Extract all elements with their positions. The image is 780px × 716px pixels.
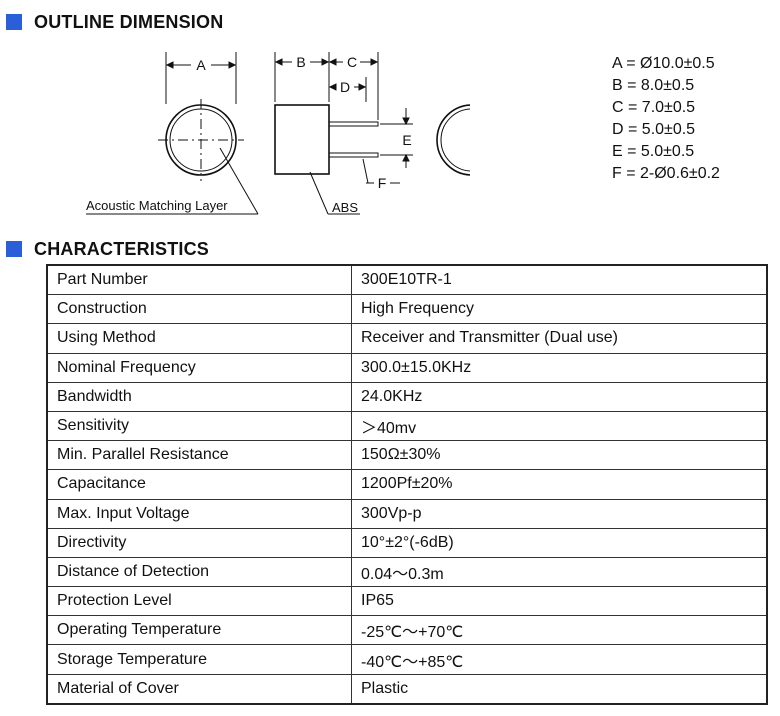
spec-value: ＞40mv bbox=[351, 410, 768, 442]
characteristics-section-header: CHARACTERISTICS bbox=[6, 237, 209, 261]
spec-value: -25℃～+70℃ bbox=[351, 615, 768, 646]
spec-name: Construction bbox=[46, 294, 352, 325]
side-view bbox=[274, 52, 413, 215]
dimension-item: B = 8.0±0.5 bbox=[612, 77, 695, 94]
back-view bbox=[436, 104, 470, 176]
dimension-item: C = 7.0±0.5 bbox=[612, 99, 696, 116]
table-row: Operating Temperature-25℃～+70℃ bbox=[46, 615, 768, 646]
spec-value: 150Ω±30% bbox=[351, 440, 768, 471]
dim-label-b: B bbox=[296, 54, 305, 70]
dim-label-e: E bbox=[402, 132, 411, 148]
spec-name: Directivity bbox=[46, 527, 352, 558]
outline-section-header: OUTLINE DIMENSION bbox=[6, 10, 223, 34]
dim-label-f: F bbox=[378, 175, 387, 191]
spec-name: Bandwidth bbox=[46, 381, 352, 412]
outline-title: OUTLINE DIMENSION bbox=[34, 11, 224, 32]
spec-value: 300E10TR-1 bbox=[351, 264, 768, 296]
dim-label-c: C bbox=[347, 54, 357, 70]
characteristics-title: CHARACTERISTICS bbox=[34, 238, 210, 259]
spec-name: Using Method bbox=[46, 323, 352, 354]
spec-name: Max. Input Voltage bbox=[46, 498, 352, 529]
spec-value: 24.0KHz bbox=[351, 381, 768, 412]
acoustic-layer-label: Acoustic Matching Layer bbox=[86, 198, 228, 213]
dimension-item: F = 2-Ø0.6±0.2 bbox=[612, 165, 720, 182]
spec-value: 300Vp-p bbox=[351, 498, 768, 529]
spec-name: Storage Temperature bbox=[46, 644, 352, 675]
spec-value: High Frequency bbox=[351, 294, 768, 325]
spec-name: Capacitance bbox=[46, 469, 352, 500]
front-view bbox=[86, 52, 259, 215]
spec-value: 0.04～0.3m bbox=[351, 556, 768, 588]
dimension-item: D = 5.0±0.5 bbox=[612, 121, 696, 138]
outline-diagram: A Acoustic Matching Layer bbox=[86, 52, 470, 215]
spec-value: 1200Pf±20% bbox=[351, 469, 768, 500]
spec-name: Distance of Detection bbox=[46, 556, 352, 588]
spec-name: Operating Temperature bbox=[46, 615, 352, 646]
dimension-item: E = 5.0±0.5 bbox=[612, 143, 695, 160]
spec-value: Receiver and Transmitter (Dual use) bbox=[351, 323, 768, 354]
spec-name: Nominal Frequency bbox=[46, 352, 352, 383]
section-square-icon bbox=[6, 241, 22, 257]
dim-label-a: A bbox=[196, 57, 206, 73]
spec-value: IP65 bbox=[351, 586, 768, 617]
spec-name: Part Number bbox=[46, 264, 352, 296]
dimension-item: A = Ø10.0±0.5 bbox=[612, 55, 715, 72]
spec-name: Sensitivity bbox=[46, 410, 352, 442]
spec-value: Plastic bbox=[351, 673, 768, 705]
spec-value: -40℃～+85℃ bbox=[351, 644, 768, 675]
abs-label: ABS bbox=[332, 200, 358, 215]
table-row: Sensitivity＞40mv bbox=[46, 410, 768, 442]
spec-value: 300.0±15.0KHz bbox=[351, 352, 768, 383]
dim-label-d: D bbox=[340, 79, 350, 95]
table-row: Storage Temperature-40℃～+85℃ bbox=[46, 644, 768, 675]
spec-name: Material of Cover bbox=[46, 673, 352, 705]
dimension-list: A = Ø10.0±0.5 B = 8.0±0.5 C = 7.0±0.5 D … bbox=[612, 53, 720, 185]
spec-name: Protection Level bbox=[46, 586, 352, 617]
spec-name: Min. Parallel Resistance bbox=[46, 440, 352, 471]
spec-value: 10°±2°(-6dB) bbox=[351, 527, 768, 558]
section-square-icon bbox=[6, 14, 22, 30]
